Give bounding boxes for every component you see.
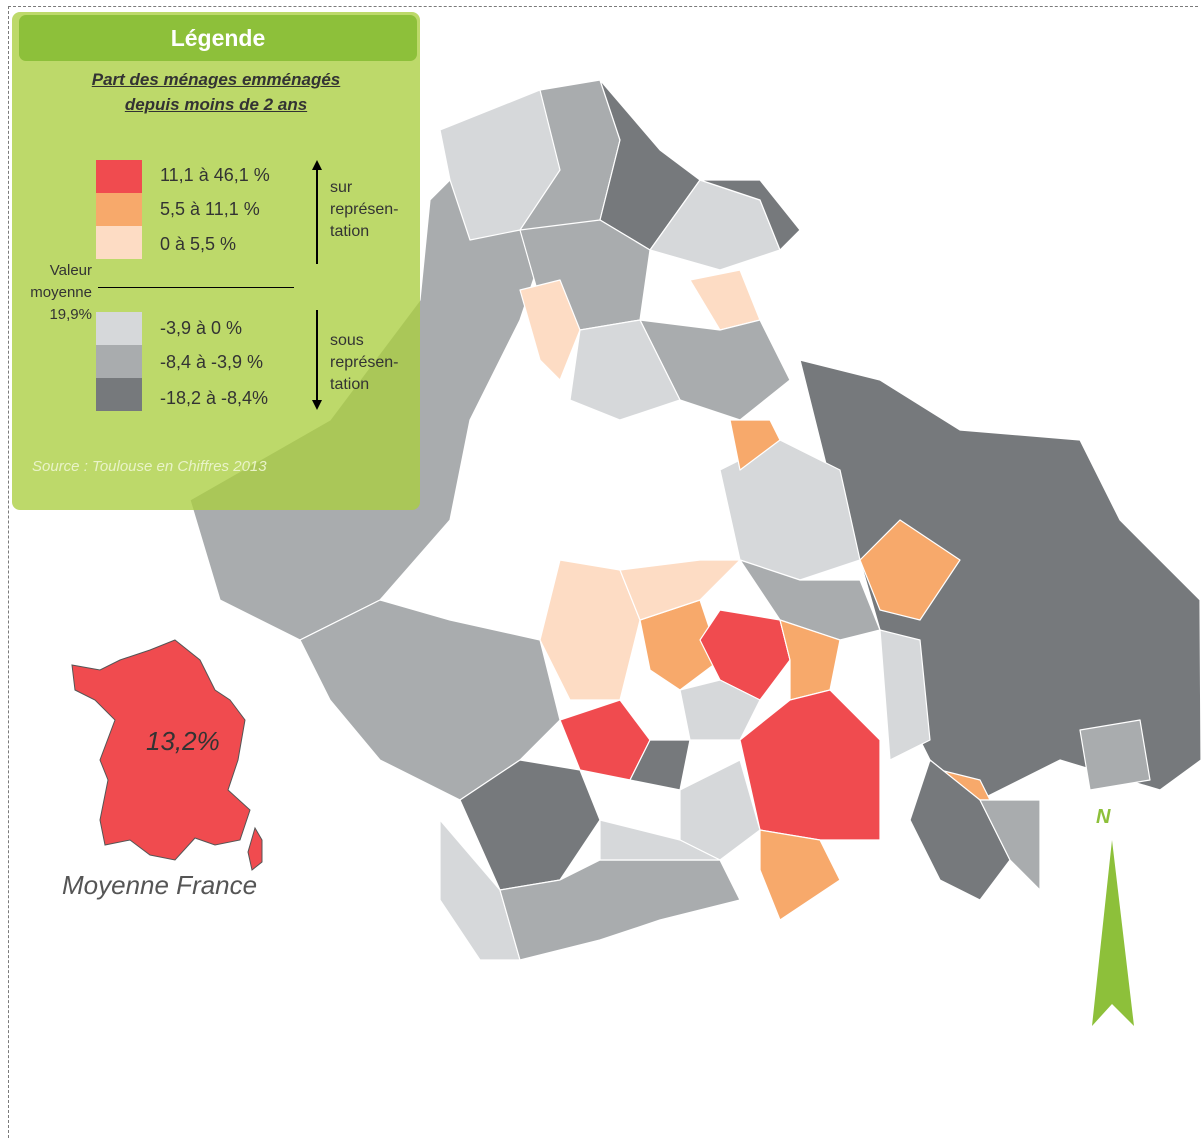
- france-average-caption: Moyenne France: [62, 870, 258, 900]
- region: [519, 279, 581, 381]
- under-representation-label: sous représen- tation: [330, 332, 399, 393]
- region: [629, 739, 691, 791]
- under-arrow-head: [312, 400, 322, 410]
- legend-panel: Légende Part des ménages emménagés depui…: [12, 12, 420, 510]
- legend-title-line2: depuis moins de 2 ans: [124, 95, 308, 114]
- region: [979, 799, 1041, 891]
- legend-class-label: -8,4 à -3,9 %: [160, 352, 264, 372]
- region: [879, 629, 931, 761]
- region: [619, 559, 741, 621]
- legend-class-label: 5,5 à 11,1 %: [160, 199, 260, 219]
- average-value-label: Valeur moyenne 19,9%: [30, 262, 92, 323]
- north-arrow: [1092, 840, 1134, 1026]
- over-representation-label: sur représen- tation: [330, 179, 399, 240]
- corsica-shape: [247, 826, 263, 871]
- france-average-value: 13,2%: [146, 726, 220, 756]
- region: [569, 319, 681, 421]
- region: [299, 599, 561, 801]
- legend-title: Part des ménages emménagés depuis moins …: [12, 67, 420, 117]
- region: [439, 819, 521, 961]
- legend-swatch-1: [96, 160, 142, 193]
- legend-class-label: 0 à 5,5 %: [160, 234, 237, 254]
- source-note: Source : Toulouse en Chiffres 2013: [32, 458, 267, 475]
- over-arrow-head: [312, 160, 322, 170]
- legend-swatch-4: [96, 312, 142, 345]
- region: [689, 269, 761, 331]
- region: [679, 679, 761, 741]
- region: [599, 819, 721, 861]
- region: [859, 519, 961, 621]
- legend-class-label: -3,9 à 0 %: [160, 318, 243, 338]
- legend-class-label: -18,2 à -8,4%: [160, 388, 269, 408]
- legend-title-line1: Part des ménages emménagés: [91, 70, 341, 89]
- france-shape: [71, 639, 251, 861]
- legend-header: Légende: [19, 15, 417, 61]
- legend-class-label: 11,1 à 46,1 %: [160, 165, 270, 185]
- region: [739, 689, 881, 841]
- legend-swatch-3: [96, 226, 142, 259]
- average-divider: [98, 287, 294, 288]
- legend-swatch-5: [96, 345, 142, 378]
- region: [759, 829, 841, 921]
- under-arrow: [316, 310, 318, 402]
- region: [679, 759, 761, 861]
- region: [499, 859, 741, 961]
- region: [1079, 719, 1151, 791]
- legend-swatch-2: [96, 193, 142, 226]
- over-arrow: [316, 168, 318, 264]
- region: [729, 419, 781, 471]
- map-frame: [8, 6, 1198, 1138]
- region: [699, 179, 801, 251]
- legend-swatch-6: [96, 378, 142, 411]
- map-regions: [189, 79, 1201, 961]
- north-label: N: [1096, 806, 1111, 828]
